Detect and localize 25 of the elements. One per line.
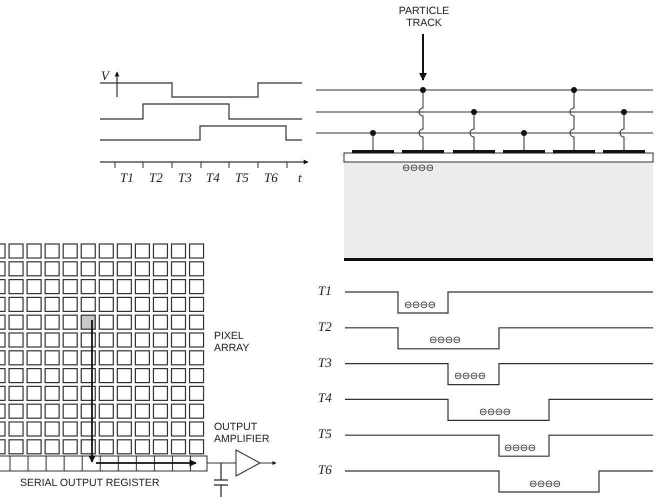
time-label: T6 bbox=[318, 463, 332, 478]
electron-symbols: ⊖⊖⊖⊖ bbox=[479, 407, 511, 418]
time-label: T1 bbox=[120, 171, 134, 186]
time-label: T2 bbox=[318, 320, 332, 334]
time-label: T3 bbox=[318, 356, 332, 370]
electron-symbols: ⊖⊖⊖⊖ bbox=[404, 300, 436, 311]
electron-symbols: ⊖⊖⊖⊖ bbox=[454, 371, 486, 382]
label: PIXEL ARRAY bbox=[214, 331, 250, 354]
electron-symbols: ⊖⊖⊖⊖ bbox=[529, 479, 561, 490]
time-label: T6 bbox=[264, 171, 278, 186]
label: OUTPUT AMPLIFIER bbox=[214, 422, 270, 446]
axis-label: V bbox=[101, 69, 109, 84]
time-label: T1 bbox=[318, 284, 332, 298]
label: PARTICLE TRACK bbox=[398, 6, 450, 30]
electron-symbols: ⊖⊖⊖⊖ bbox=[504, 443, 536, 454]
time-label: T5 bbox=[235, 171, 249, 186]
time-label: T5 bbox=[318, 427, 332, 442]
time-label: T4 bbox=[318, 391, 332, 406]
electron-symbols: ⊖⊖⊖⊖ bbox=[429, 335, 461, 346]
electron-symbols: ⊖⊖⊖⊖ bbox=[402, 163, 434, 174]
axis-label: t bbox=[298, 171, 302, 186]
time-label: T3 bbox=[178, 171, 192, 186]
label: SERIAL OUTPUT REGISTER bbox=[20, 478, 160, 490]
time-label: T2 bbox=[149, 171, 163, 186]
time-label: T4 bbox=[206, 171, 220, 186]
